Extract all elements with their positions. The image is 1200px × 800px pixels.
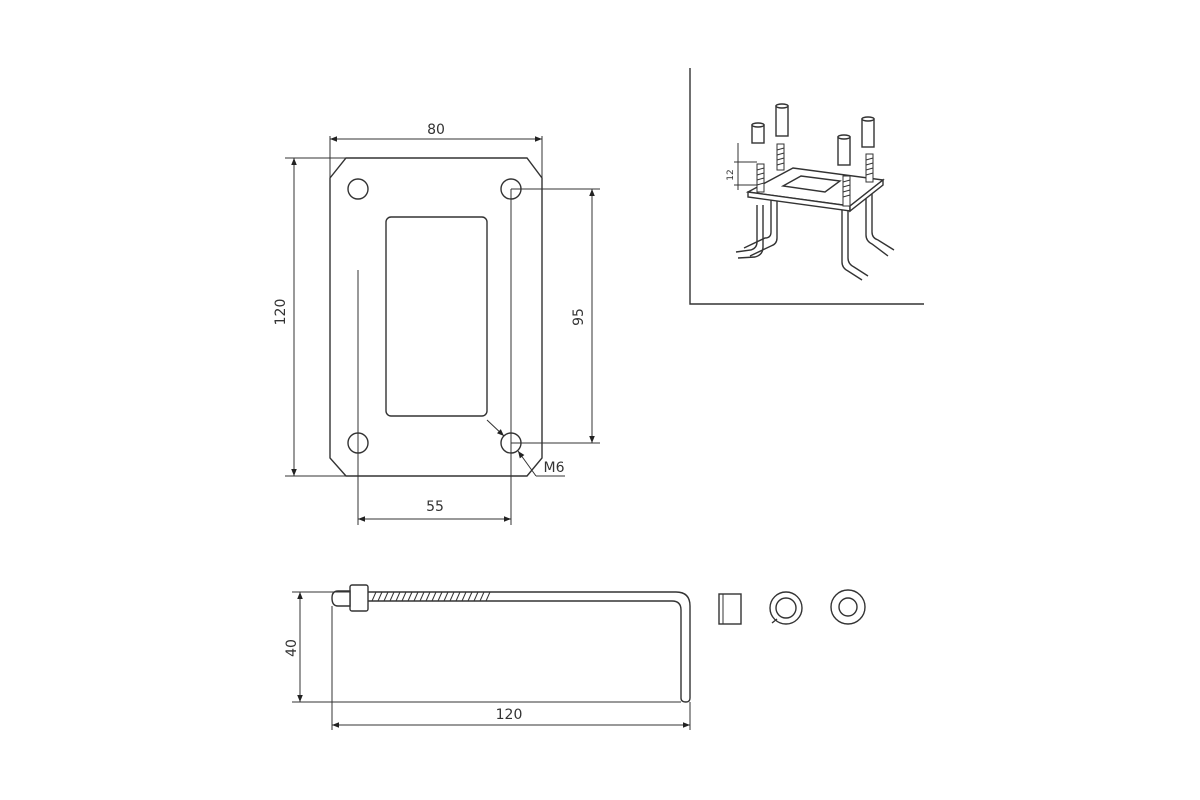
isometric-view: 12: [689, 68, 924, 305]
bolt-shank: [368, 591, 691, 703]
thread-callout: M6: [486, 419, 565, 477]
iso-frame: [689, 68, 924, 305]
bolt-cap: [331, 590, 351, 607]
spacer-part: [718, 593, 742, 625]
plate-window: [385, 216, 488, 417]
dim-bolt-length: 120: [332, 707, 690, 728]
iso-dim-spacing-label: 12: [726, 169, 736, 180]
iso-plate: [745, 167, 885, 213]
dim-bolt-length-label: 120: [496, 707, 523, 723]
dim-plate-width-label: 80: [427, 122, 445, 138]
iso-threaded-studs: [756, 143, 874, 207]
mounting-plate: [329, 157, 543, 477]
iso-spacers: [751, 103, 875, 166]
iso-anchor-bolts: [735, 190, 895, 281]
flat-washer-part: [830, 589, 866, 625]
bolt-nut: [349, 584, 369, 612]
dim-plate-width: 80: [330, 122, 542, 142]
dim-hole-spacing-vertical: 95: [571, 189, 595, 443]
anchor-bolt-side-view: [331, 584, 691, 703]
dim-hole-spacing-horizontal: 55: [358, 499, 511, 522]
plate-extension-lines: [285, 136, 600, 525]
iso-dim-spacing: 12: [726, 143, 757, 190]
dim-bolt-height-label: 40: [284, 639, 300, 657]
spring-washer-part: [769, 591, 803, 625]
dim-hole-spacing-vertical-label: 95: [571, 308, 587, 326]
dim-plate-height-label: 120: [273, 299, 289, 326]
bolt-extension-lines: [292, 591, 691, 730]
thread-callout-label: M6: [544, 460, 565, 476]
dim-bolt-height: 40: [284, 592, 303, 702]
dim-plate-height: 120: [273, 158, 297, 476]
plate-outline: [329, 157, 543, 477]
hole-top-left: [347, 178, 369, 200]
bolt-thread: [371, 591, 491, 602]
dim-hole-spacing-horizontal-label: 55: [426, 499, 444, 515]
